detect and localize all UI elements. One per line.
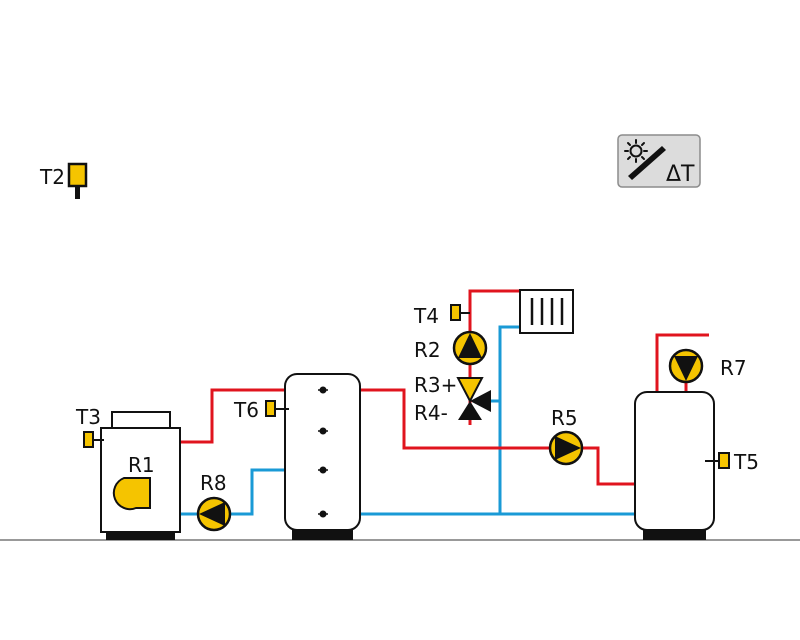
sensor-t2: T2 [39,162,88,199]
pump-r8: R8 [196,471,232,532]
sensor-t3: T3 [75,405,104,448]
sensor-t6: T6 [233,398,289,422]
boiler-base [106,532,175,540]
buffer-tank-body [284,373,361,531]
mixing-valve-bottom [458,401,482,420]
boiler-top [111,411,171,429]
radiator [519,289,574,334]
flow-pipes [180,289,709,486]
pump-r5: R5 [548,406,584,466]
label-r4: R4- [414,401,448,425]
label-t5: T5 [733,450,759,474]
solar-collector-icon [624,139,666,180]
label-t2: T2 [39,165,65,189]
pump-r7: R7 [668,348,747,384]
pump-r8-arrow [199,502,225,526]
burner-fan [112,477,151,511]
pump-r2: R2 [414,330,488,366]
delta-t-label: ΔT [666,162,695,187]
sensor-t5: T5 [705,450,759,474]
flow-pipe-dhw-top [655,333,709,392]
dhw-tank [634,391,715,540]
label-r3: R3+ [414,373,457,397]
label-t4: T4 [413,304,439,328]
label-r5: R5 [551,406,578,430]
return-pipe-buffer-middle [230,468,285,516]
label-r8: R8 [200,471,227,495]
label-t3: T3 [75,405,101,429]
label-r1: R1 [128,453,155,477]
label-t6: T6 [233,398,259,422]
dhw-tank-body [634,391,715,531]
mixing-valve-side [470,390,491,412]
mixing-valve: R3+ R4- [414,373,491,425]
label-r2: R2 [414,338,441,362]
flow-pipe-to-dhw-coil [582,446,635,486]
label-r7: R7 [720,356,747,380]
pump-r2-arrow [458,333,482,358]
flow-pipe-buffer-to-mixer [360,388,550,450]
mixing-valve-top [456,377,484,404]
boiler: R1 [100,411,181,540]
sensor-t4: T4 [413,304,470,328]
buffer-port-ticks [318,389,328,515]
return-pipe-radiator [498,325,520,514]
buffer-tank [284,373,361,540]
dhw-tank-base [643,530,706,540]
solar-delta-t-button[interactable]: ΔT [617,134,701,188]
radiator-body [519,289,574,334]
buffer-tank-base [292,530,353,540]
pump-r5-arrow [555,436,581,460]
flow-pipe-boiler [180,388,285,444]
pump-r7-arrow [674,356,698,381]
